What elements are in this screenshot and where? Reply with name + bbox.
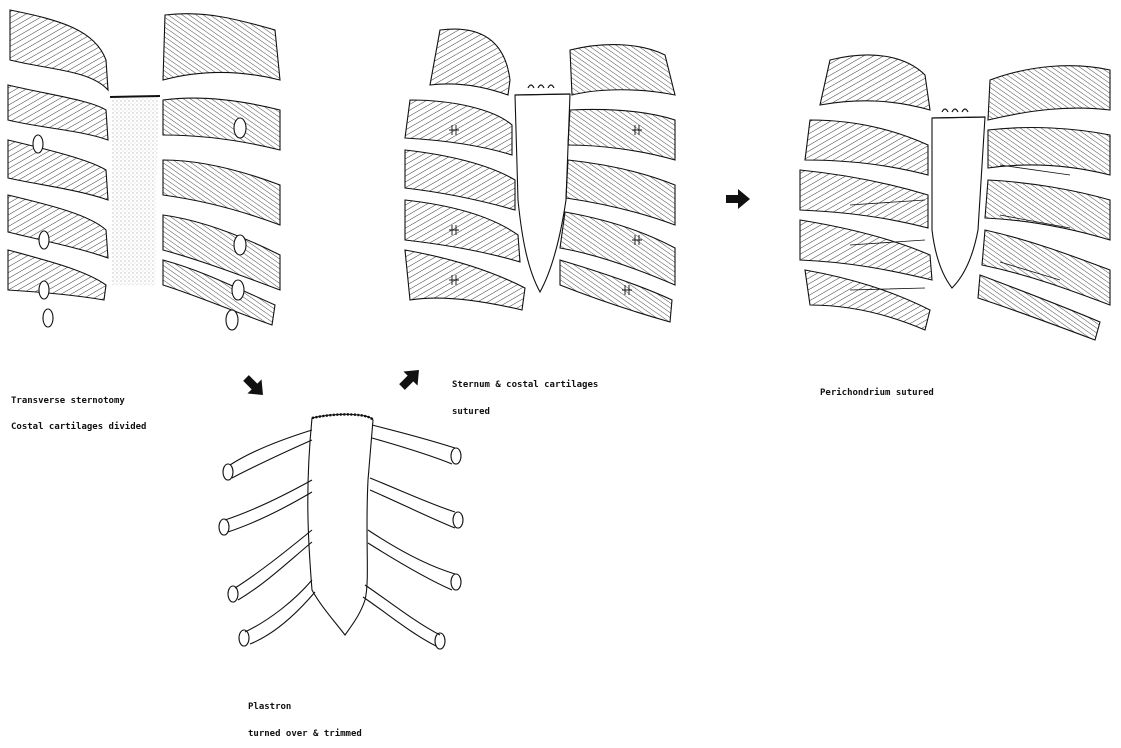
panel-transverse-sternotomy — [8, 10, 280, 330]
caption-line: sutured — [452, 408, 598, 417]
panel-perichondrium-sutured — [800, 55, 1110, 340]
arrow-up-right-icon — [395, 363, 426, 394]
surgical-diagram — [0, 0, 1121, 706]
caption-perichondrium-sutured: Perichondrium sutured — [820, 371, 934, 407]
caption-line: Sternum & costal cartilages — [452, 381, 598, 390]
caption-line: Costal cartilages divided — [11, 423, 146, 432]
caption-line: Plastron — [248, 703, 362, 712]
arrow-right-icon — [726, 189, 750, 209]
panel-plastron — [219, 414, 463, 649]
caption-plastron: Plastron turned over & trimmed — [248, 685, 362, 748]
caption-costal-cartilages-divided: Costal cartilages divided — [11, 405, 146, 441]
caption-sternum-sutured: Sternum & costal cartilages sutured — [452, 363, 598, 426]
caption-line: Perichondrium sutured — [820, 389, 934, 398]
panel-sternum-sutured — [405, 29, 675, 322]
caption-line: turned over & trimmed — [248, 730, 362, 739]
arrow-down-right-icon — [239, 371, 270, 402]
